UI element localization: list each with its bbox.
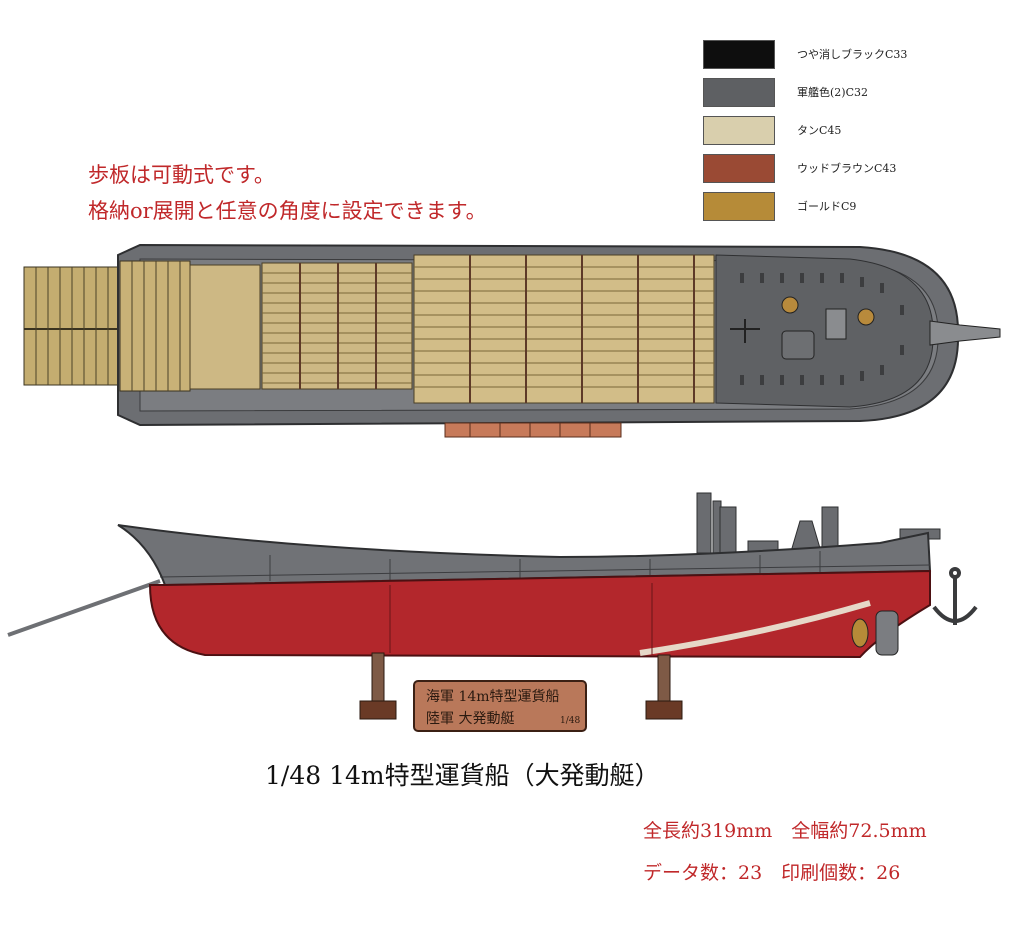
legend-label-black: つや消しブラックC33 bbox=[797, 48, 908, 61]
boat-top-view bbox=[23, 243, 1001, 438]
legend-swatch-gold bbox=[703, 191, 775, 221]
color-legend: つや消しブラックC33 軍艦色(2)C32 タンC45 ウッドブラウンC43 ゴ… bbox=[703, 35, 1003, 225]
hull-side-upper bbox=[117, 524, 932, 587]
nameplate: 海軍 14m特型運貨船 陸軍 大発動艇 1/48 bbox=[413, 680, 587, 732]
plate-line-2: 陸軍 大発動艇 bbox=[426, 711, 514, 727]
cargo-deck bbox=[189, 254, 715, 404]
legend-swatch-black bbox=[703, 39, 775, 69]
model-title: 1/48 14m特型運貨船（大発動艇） bbox=[265, 761, 660, 790]
anchor-icon bbox=[932, 567, 978, 625]
plate-line-1: 海軍 14m特型運貨船 bbox=[426, 688, 560, 705]
note-line-1: 歩板は可動式です。 bbox=[88, 163, 275, 187]
legend-swatch-tan bbox=[703, 115, 775, 145]
spec-dimensions: 全長約319mm 全幅約72.5mm bbox=[643, 820, 927, 842]
legend-label-tan: タンC45 bbox=[797, 124, 842, 137]
legend-label-wood: ウッドブラウンC43 bbox=[797, 162, 897, 175]
ramp-planks bbox=[23, 266, 121, 386]
legend-swatch-gray bbox=[703, 77, 775, 107]
legend-row-black: つや消しブラックC33 bbox=[703, 35, 1003, 73]
legend-row-gray: 軍艦色(2)C32 bbox=[703, 73, 1003, 111]
legend-label-gold: ゴールドC9 bbox=[797, 200, 857, 213]
hull-side-lower bbox=[148, 569, 931, 659]
legend-row-gold: ゴールドC9 bbox=[703, 187, 1003, 225]
ramp-pole bbox=[7, 579, 161, 637]
legend-swatch-wood bbox=[703, 153, 775, 183]
spec-data-count: データ数：23 印刷個数：26 bbox=[643, 862, 901, 884]
legend-label-gray: 軍艦色(2)C32 bbox=[797, 86, 868, 99]
boat-side-view: 海軍 14m特型運貨船 陸軍 大発動艇 1/48 bbox=[7, 492, 978, 732]
display-stands bbox=[359, 652, 683, 720]
legend-row-wood: ウッドブラウンC43 bbox=[703, 149, 1003, 187]
legend-row-tan: タンC45 bbox=[703, 111, 1003, 149]
note-line-2: 格納or展開と任意の角度に設定できます。 bbox=[88, 199, 487, 223]
plate-scale: 1/48 bbox=[560, 716, 580, 726]
